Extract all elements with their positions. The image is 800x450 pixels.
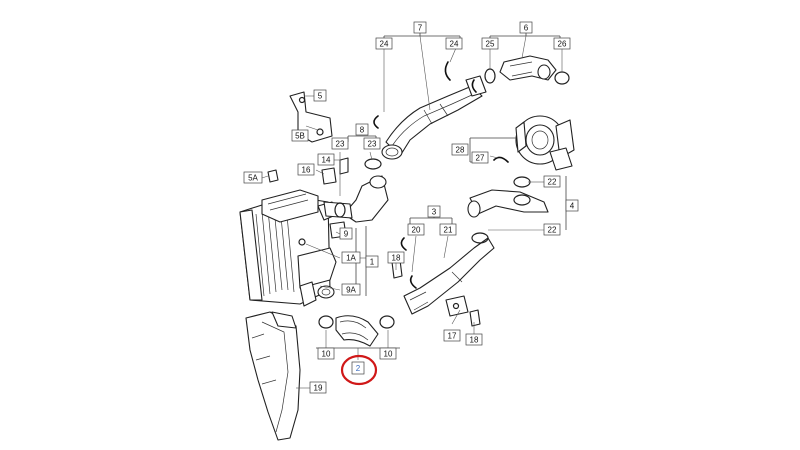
callout-number: 3 <box>432 208 437 217</box>
callout-3: 3 <box>427 205 441 218</box>
turbocharger <box>515 115 575 171</box>
callout-24a: 24 <box>375 37 393 50</box>
callout-number: 2 <box>356 364 361 373</box>
callout-number: 20 <box>412 226 421 235</box>
callout-17: 17 <box>443 329 461 342</box>
callout-22b: 22 <box>543 223 561 236</box>
callout-22a: 22 <box>543 175 561 188</box>
retaining-clips <box>373 61 509 289</box>
callout-number: 22 <box>548 226 557 235</box>
callout-8: 8 <box>355 123 369 136</box>
callout-labels: 7 24 24 6 25 26 5 5B 8 23 23 14 16 5A 9 … <box>243 21 579 394</box>
callout-26: 26 <box>553 37 571 50</box>
callout-5b: 5B <box>291 129 309 142</box>
callout-number: 24 <box>380 40 389 49</box>
callout-20: 20 <box>407 223 425 236</box>
callout-number: 18 <box>470 336 479 345</box>
callout-number: 23 <box>336 140 345 149</box>
callout-9: 9 <box>339 227 353 240</box>
callout-number: 5B <box>295 132 305 141</box>
callout-number: 22 <box>548 178 557 187</box>
callout-number: 10 <box>384 350 393 359</box>
callout-21: 21 <box>439 223 457 236</box>
air-guide <box>245 311 301 441</box>
callout-5a: 5A <box>243 171 263 184</box>
callout-23a: 23 <box>331 137 349 150</box>
callout-1: 1 <box>365 255 379 268</box>
callout-1a: 1A <box>341 251 361 264</box>
hose-8 <box>323 158 389 223</box>
callout-number: 26 <box>558 40 567 49</box>
callout-23b: 23 <box>363 137 381 150</box>
callout-5: 5 <box>313 89 327 102</box>
callout-number: 14 <box>322 156 331 165</box>
callout-number: 21 <box>444 226 453 235</box>
callout-number: 5 <box>318 92 323 101</box>
callout-28: 28 <box>451 143 469 156</box>
callout-10a: 10 <box>317 347 335 360</box>
callout-number: 18 <box>392 254 401 263</box>
callout-number: 6 <box>524 24 529 33</box>
callout-number: 27 <box>476 154 485 163</box>
bracket <box>289 91 333 143</box>
intercooler <box>239 189 339 307</box>
callout-number: 24 <box>450 40 459 49</box>
hose-6 <box>484 55 570 85</box>
small-fasteners <box>267 157 481 327</box>
callout-number: 8 <box>360 126 365 135</box>
callout-number: 7 <box>418 24 423 33</box>
callout-number: 17 <box>448 332 457 341</box>
callout-number: 9A <box>346 286 356 295</box>
callout-19: 19 <box>309 381 327 394</box>
callout-27: 27 <box>471 151 489 164</box>
callout-24b: 24 <box>445 37 463 50</box>
callout-number: 19 <box>314 384 323 393</box>
callout-25: 25 <box>481 37 499 50</box>
callout-6: 6 <box>519 21 533 34</box>
callout-18b: 18 <box>465 333 483 346</box>
callout-10b: 10 <box>379 347 397 360</box>
callout-18a: 18 <box>387 251 405 264</box>
callout-number: 4 <box>570 202 575 211</box>
callout-number: 1 <box>370 258 375 267</box>
callout-number: 23 <box>368 140 377 149</box>
callout-14: 14 <box>317 153 335 166</box>
pipe-7 <box>381 75 487 160</box>
callout-16: 16 <box>297 163 315 176</box>
callout-2: 2 <box>351 361 365 375</box>
pipe-3 <box>403 232 495 317</box>
callout-number: 5A <box>248 174 258 183</box>
callout-number: 16 <box>302 166 311 175</box>
callout-number: 25 <box>486 40 495 49</box>
callout-9a: 9A <box>341 283 361 296</box>
callout-number: 1A <box>346 254 356 263</box>
hose-2 <box>318 315 395 347</box>
callout-number: 28 <box>456 146 465 155</box>
callout-number: 9 <box>344 230 349 239</box>
callout-4: 4 <box>565 199 579 212</box>
callout-7: 7 <box>413 21 427 34</box>
callout-number: 10 <box>322 350 331 359</box>
highlight-ring <box>340 354 378 386</box>
hose-4 <box>467 176 549 218</box>
